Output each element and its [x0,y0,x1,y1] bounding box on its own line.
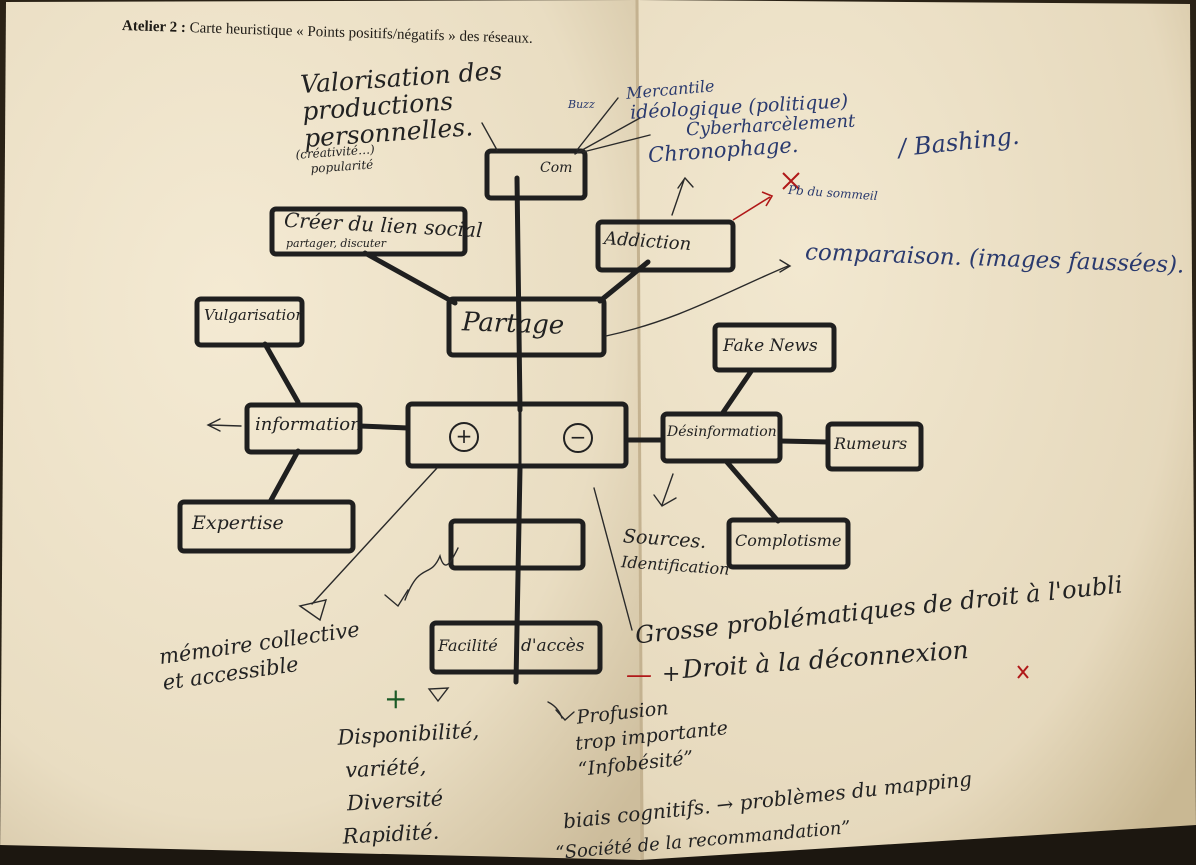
partage-label: Partage [461,307,565,341]
rumeurs-box [825,421,924,472]
acces-label: d'accès [521,636,585,656]
buzz-note: Buzz [568,98,595,111]
left-page [0,0,644,865]
partage-box [446,296,607,358]
complotisme-box [726,517,851,570]
vulgarisation-box [194,296,305,348]
sources-note: Sources. Identification [620,525,731,579]
expertise-box [177,499,356,554]
vulgarisation-label: Vulgarisation [204,306,306,324]
empty-box [448,518,586,571]
com-label: Com [540,160,573,176]
center-box [405,401,629,469]
information-label: information [255,414,362,435]
addiction-box [595,219,736,273]
lien-social-sub-label: partager, discuter [286,237,387,250]
right-page [636,0,1196,865]
disponibilite-note: Disponibilité, variété, Diversité Rapidi… [336,718,480,849]
expertise-label: Expertise [192,512,284,534]
desinformation-label: Désinformation [667,424,777,440]
valorisation-sub-note: (créativité…) popularité [295,142,376,176]
minus-marker: — [626,660,652,690]
plus-circle-icon: + [449,422,479,452]
page-fold [635,0,644,865]
plus-marker: + [384,682,408,715]
deconnexion-plus-marker: + [662,662,681,687]
profusion-note: Profusion trop importante “Infobésité” [574,697,729,781]
minus-circle-icon: − [563,423,593,453]
complotisme-label: Complotisme [735,531,842,550]
valorisation-note: Valorisation des productions personnelle… [299,56,504,153]
rumeurs-label: Rumeurs [834,434,908,453]
fake-news-box [712,322,837,373]
title-prefix: Atelier 2 : [121,18,187,37]
facilite-box [429,620,603,675]
fake-news-label: Fake News [723,336,818,356]
com-box [484,148,588,201]
facilite-label: Facilité [438,636,498,655]
